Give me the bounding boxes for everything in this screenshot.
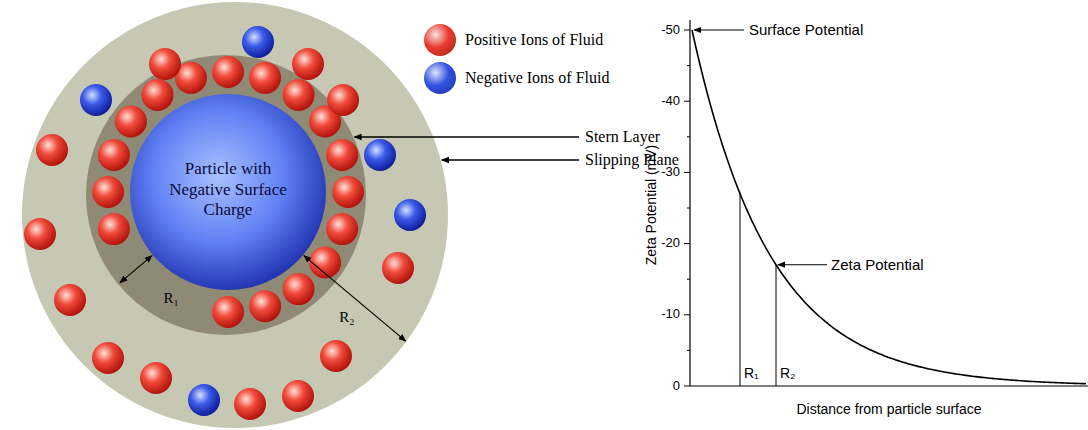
ion-sphere xyxy=(36,134,68,166)
axis-tick xyxy=(684,314,690,315)
ion-sphere xyxy=(212,56,244,88)
axis-tick xyxy=(684,101,690,102)
stern-layer-region xyxy=(86,55,366,335)
annotation-label: Zeta Potential xyxy=(831,256,924,273)
legend: Positive Ions of FluidNegative Ions of F… xyxy=(424,23,609,99)
slipping-plane-region xyxy=(22,2,448,428)
axis-tick xyxy=(684,243,690,244)
tick-label: -50 xyxy=(661,23,680,38)
y-axis xyxy=(689,20,690,386)
ion-sphere xyxy=(188,384,220,416)
distance-label: R₂ xyxy=(780,365,796,381)
ion-sphere xyxy=(92,342,124,374)
axis-tick xyxy=(684,386,690,387)
tick-label: -40 xyxy=(661,94,680,109)
axis-tick xyxy=(684,30,690,31)
leader-group xyxy=(120,137,579,341)
ion-sphere xyxy=(283,273,315,305)
annotation-label: Surface Potential xyxy=(749,21,863,38)
legend-text: Negative Ions of Fluid xyxy=(465,69,609,87)
leader-arrow xyxy=(354,136,579,137)
ion-group xyxy=(24,26,426,420)
tick-label: -10 xyxy=(661,307,680,322)
ion-sphere xyxy=(394,199,426,231)
radius-label: R₂ xyxy=(337,309,356,326)
ion-sphere xyxy=(283,79,315,111)
axis-title: Distance from particle surface xyxy=(796,401,981,417)
layer-label: Stern Layer xyxy=(585,128,660,146)
node-text: Particle with Negative Surface Charge xyxy=(162,159,294,220)
legend-row: Negative Ions of Fluid xyxy=(424,61,609,95)
ion-sphere xyxy=(24,218,56,250)
particle-label-box: Particle with Negative Surface Charge xyxy=(162,159,294,220)
ion-sphere xyxy=(364,139,396,171)
axis-tick xyxy=(687,350,690,351)
ion-sphere xyxy=(141,79,173,111)
axis-tick xyxy=(687,65,690,66)
axis-title: Zeta Potential (mV) xyxy=(643,145,659,266)
tick-label: 0 xyxy=(673,379,680,394)
ion-sphere xyxy=(140,362,172,394)
ion-sphere xyxy=(98,213,130,245)
ion-sphere xyxy=(327,84,359,116)
ion-sphere xyxy=(382,252,414,284)
ion-sphere xyxy=(320,340,352,372)
x-axis xyxy=(690,385,1088,386)
distance-marker xyxy=(740,194,741,386)
legend-text: Positive Ions of Fluid xyxy=(465,31,603,49)
radius-arrow xyxy=(120,256,152,283)
radius-label: R₁ xyxy=(162,290,181,307)
ion-sphere xyxy=(54,284,86,316)
legend-swatch xyxy=(424,62,456,94)
ion-sphere xyxy=(292,48,324,80)
ion-sphere xyxy=(149,48,181,80)
axis-tick xyxy=(684,172,690,173)
ion-sphere xyxy=(242,26,274,58)
legend-swatch xyxy=(424,24,456,56)
ion-sphere xyxy=(92,176,124,208)
ion-sphere xyxy=(212,296,244,328)
annotation-arrow xyxy=(778,264,827,265)
tick-label: -20 xyxy=(661,236,680,251)
ion-sphere xyxy=(80,84,112,116)
axis-tick xyxy=(687,136,690,137)
ion-sphere xyxy=(332,176,364,208)
ion-sphere xyxy=(326,213,358,245)
ion-sphere xyxy=(326,139,358,171)
potential-curve xyxy=(692,30,1086,384)
ion-sphere xyxy=(249,290,281,322)
leader-arrow xyxy=(442,159,579,160)
axis-tick xyxy=(687,208,690,209)
ion-sphere xyxy=(249,62,281,94)
distance-label: R₁ xyxy=(744,365,759,381)
ion-sphere xyxy=(282,380,314,412)
ion-sphere xyxy=(98,139,130,171)
particle-sphere xyxy=(130,94,326,290)
zeta-chart xyxy=(684,20,1088,386)
ion-sphere xyxy=(234,388,266,420)
distance-marker xyxy=(776,265,777,386)
tick-label: -30 xyxy=(661,165,680,180)
axis-tick xyxy=(687,279,690,280)
legend-row: Positive Ions of Fluid xyxy=(424,23,609,57)
ion-sphere xyxy=(115,105,147,137)
annotation-arrow xyxy=(694,29,744,30)
radius-arrow xyxy=(304,256,406,341)
